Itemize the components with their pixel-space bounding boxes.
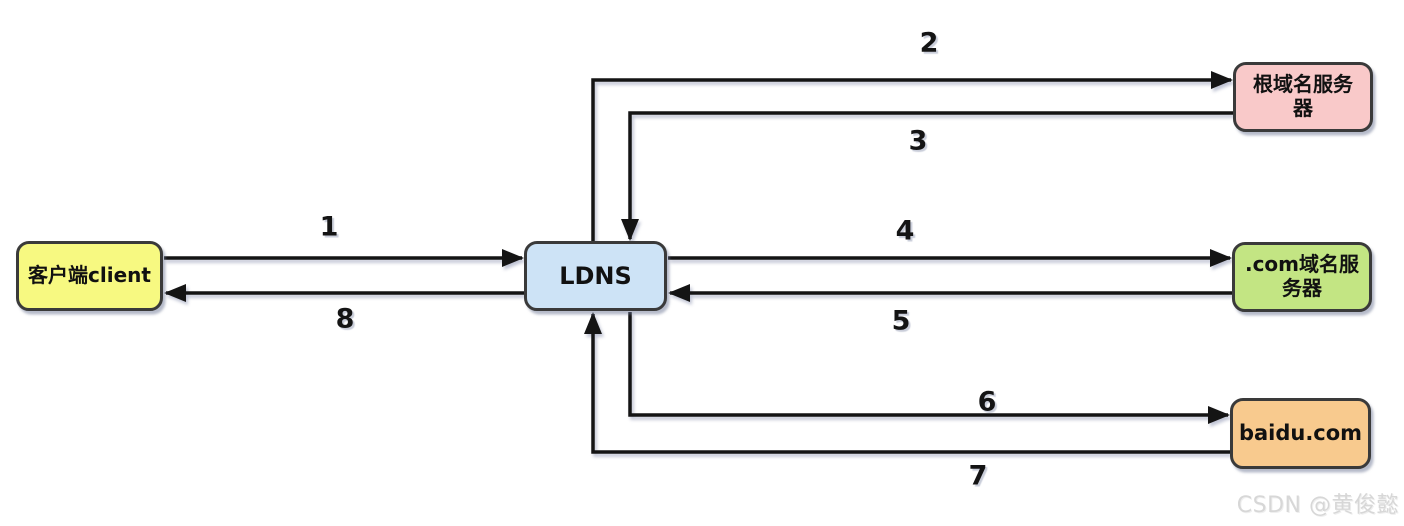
flow-label-4: 4 [895, 215, 915, 247]
flow-label-7: 7 [968, 460, 988, 492]
arrow-step-2 [591, 71, 1233, 241]
arrow-step-6 [628, 312, 1230, 424]
flow-label-1: 1 [319, 211, 339, 243]
flow-label-6: 6 [977, 386, 997, 418]
flow-label-5: 5 [891, 305, 911, 337]
node-client-label: 客户端client [28, 263, 151, 288]
node-com-dns-server: .com域名服务器 [1232, 242, 1372, 312]
node-client: 客户端client [16, 241, 163, 311]
flow-label-8: 8 [335, 303, 355, 335]
node-baidu-label: baidu.com [1238, 421, 1363, 446]
node-root-dns-server: 根域名服务器 [1233, 62, 1373, 132]
node-baidu-server: baidu.com [1230, 398, 1371, 469]
watermark: CSDN @黄俊懿 [1236, 493, 1399, 518]
flow-label-2: 2 [919, 27, 939, 59]
arrow-step-3 [621, 111, 1233, 241]
flow-label-3: 3 [908, 125, 928, 157]
node-root-label: 根域名服务器 [1253, 72, 1353, 120]
node-ldns: LDNS [524, 241, 667, 311]
arrow-step-7 [584, 312, 1230, 454]
node-com-label: .com域名服务器 [1244, 252, 1360, 300]
node-ldns-label: LDNS [559, 261, 632, 290]
